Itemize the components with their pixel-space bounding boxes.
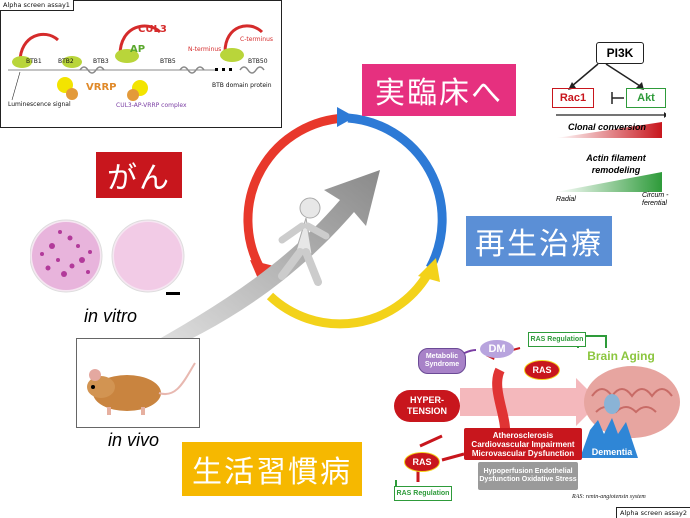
btb-label: BTB3 <box>93 58 109 65</box>
in-vitro-label: in vitro <box>84 306 138 326</box>
ap-label: AP <box>130 44 146 55</box>
vrrp-label: VRRP <box>86 82 117 93</box>
c-terminus-label: C-terminus <box>240 36 274 43</box>
ras-regulation-bottom: RAS Regulation <box>394 486 452 501</box>
assay-diagram <box>8 24 265 101</box>
runner-figure <box>278 197 330 286</box>
clinical-box: 実臨床へ <box>362 64 516 116</box>
btb-label: BTB50 <box>248 58 268 65</box>
assay1-title: Alpha screen assay1 <box>0 0 74 11</box>
atherosclerosis-node: Atherosclerosis Cardiovascular Impairmen… <box>464 428 582 460</box>
lifestyle-disease-box: 生活習慣病 <box>182 442 362 496</box>
dm-node: DM <box>480 340 514 358</box>
complex-label: CUL3-AP-VRRP complex <box>116 102 187 109</box>
ras-node-top: RAS <box>524 360 560 380</box>
ras-regulation-top: RAS Regulation <box>528 332 586 347</box>
pi3k-node: PI3K <box>596 42 644 64</box>
clonal-label: Clonal conversion <box>568 122 647 132</box>
assay2-title: Alpha screen assay2 <box>616 507 690 518</box>
rac1-node: Rac1 <box>552 88 594 108</box>
mouse-photo <box>76 338 200 428</box>
btb-label: BTB2 <box>58 58 74 65</box>
akt-node: Akt <box>626 88 666 108</box>
btb-label: BTB1 <box>26 58 42 65</box>
radial-label: Radial <box>556 196 576 203</box>
ras-footnote: RAS: renin-angiotensin system <box>572 494 646 500</box>
petri-dishes <box>30 219 185 295</box>
cycle-arrows <box>243 107 447 329</box>
brain-aging-label: Brain Aging <box>587 349 655 363</box>
metabolic-syndrome-node: Metabolic Syndrome <box>418 348 466 374</box>
pathway-gradients <box>556 112 666 192</box>
regenerative-box: 再生治療 <box>466 216 612 266</box>
n-terminus-label: N-terminus <box>188 46 222 53</box>
btb-domain-label: BTB domain protein <box>212 82 272 89</box>
dementia-stroke-label: Dementia Stroke <box>591 447 633 467</box>
hypertension-node: HYPER-TENSION <box>394 390 460 422</box>
in-vivo-label: in vivo <box>108 430 160 450</box>
ras-node-bottom: RAS <box>404 452 440 472</box>
luminescence-label: Luminescence signal <box>8 101 71 108</box>
cancer-box: がん <box>96 152 182 198</box>
cul3-label: CUL3 <box>138 24 167 35</box>
proliferative-label: Proliferative capacity <box>562 140 609 146</box>
circum-label: Circum -ferential <box>642 192 669 207</box>
ras-diagram-arrows <box>395 335 680 492</box>
hypoperfusion-node: Hypoperfusion Endothelial Dysfunction Ox… <box>478 462 578 490</box>
actin-label: Actin filament remodeling <box>586 153 646 175</box>
btb-label: BTB5 <box>160 58 176 65</box>
